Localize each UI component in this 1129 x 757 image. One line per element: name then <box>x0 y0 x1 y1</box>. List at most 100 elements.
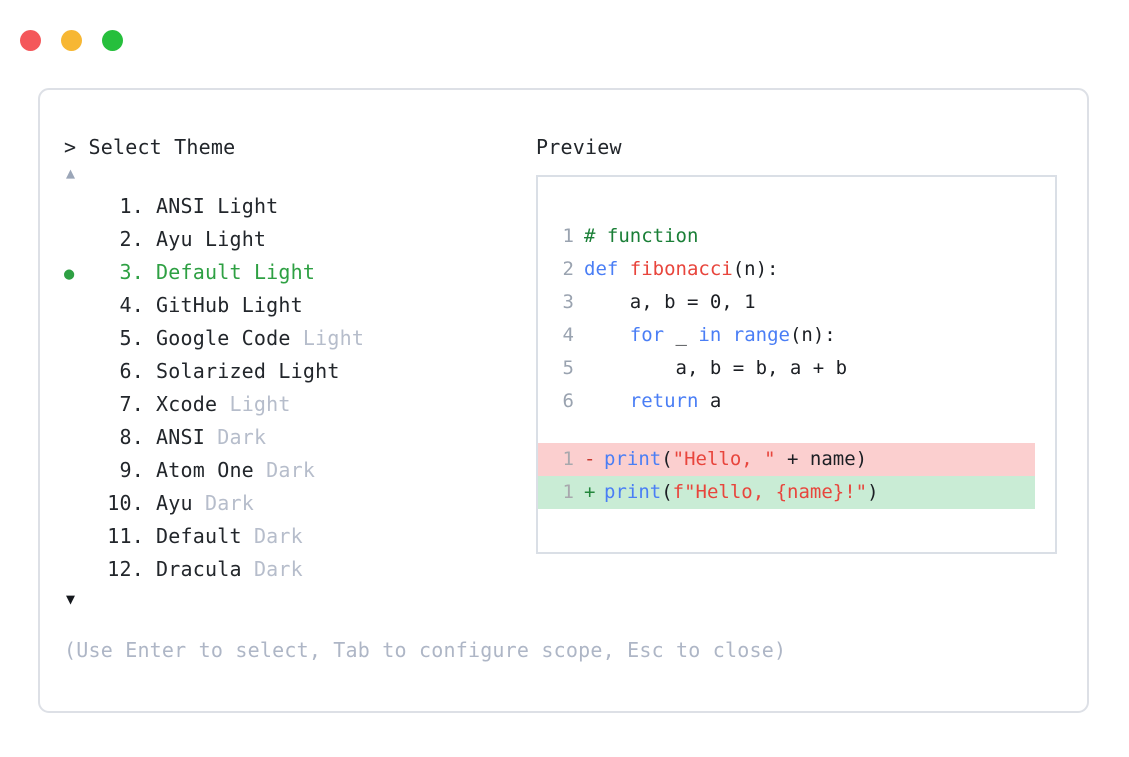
code-token: (n): <box>732 258 779 280</box>
theme-item-name: ANSI <box>156 425 218 449</box>
theme-item-name: Xcode <box>156 392 230 416</box>
theme-item-variant: Dark <box>253 524 303 548</box>
code-line: 3 a, b = 0, 1 <box>552 286 1055 319</box>
close-button[interactable] <box>20 30 41 51</box>
scroll-down-icon[interactable]: ▼ <box>66 590 76 608</box>
theme-list-item[interactable]: 12.Dracula Dark <box>64 553 534 586</box>
code-token: a, b = b, a + b <box>584 357 848 379</box>
code-line-text: def fibonacci(n): <box>584 253 778 286</box>
code-token: print <box>604 481 662 503</box>
code-line-text: return a <box>584 385 722 418</box>
code-token: range <box>732 324 790 346</box>
code-line: 5 a, b = b, a + b <box>552 352 1055 385</box>
theme-list-item[interactable]: 11.Default Dark <box>64 520 534 553</box>
theme-item-number: 8. <box>119 425 144 449</box>
code-token <box>584 324 630 346</box>
code-line-text: print("Hello, " + name) <box>604 443 867 476</box>
keyboard-hint: (Use Enter to select, Tab to configure s… <box>64 638 787 662</box>
theme-list-item[interactable]: 10.Ayu Dark <box>64 487 534 520</box>
theme-item-number: 4. <box>119 293 144 317</box>
line-number: 4 <box>562 324 574 346</box>
theme-item-name: Dracula <box>156 557 254 581</box>
theme-item-variant: Light <box>204 227 267 251</box>
line-number: 3 <box>562 291 574 313</box>
theme-item-number: 9. <box>119 458 144 482</box>
theme-item-name: Default <box>156 260 254 284</box>
code-line-text: a, b = b, a + b <box>584 352 848 385</box>
diff-marker: - <box>584 448 596 470</box>
theme-item-number: 2. <box>119 227 144 251</box>
theme-item-variant: Dark <box>217 425 267 449</box>
theme-item-number: 5. <box>119 326 144 350</box>
minimize-button[interactable] <box>61 30 82 51</box>
theme-item-label: Solarized Light <box>144 355 340 388</box>
theme-item-variant: Light <box>229 392 291 416</box>
code-line-text: a, b = 0, 1 <box>584 286 756 319</box>
theme-list-item[interactable]: 7.Xcode Light <box>64 388 534 421</box>
code-token: fibonacci <box>629 258 733 280</box>
diff-line-removed: 1-print("Hello, " + name) <box>538 443 1035 476</box>
theme-item-variant: Light <box>302 326 365 350</box>
panes-container: > Select Theme ▲ 1. ANSI Light 2. Ayu Light… <box>40 90 1087 711</box>
theme-item-variant: Light <box>217 194 279 218</box>
theme-item-variant: Light <box>241 293 303 317</box>
window-traffic-lights <box>20 30 123 51</box>
theme-item-name: ANSI <box>156 194 218 218</box>
theme-item-number: 6. <box>119 359 144 383</box>
diff-separator <box>552 418 1055 443</box>
theme-item-name: Google Code <box>156 326 303 350</box>
maximize-button[interactable] <box>102 30 123 51</box>
theme-item-variant: Light <box>278 359 340 383</box>
select-theme-prompt: > Select Theme <box>64 135 236 159</box>
code-line-text: for _ in range(n): <box>584 319 836 352</box>
theme-list-item[interactable]: 5. Google Code Light <box>64 322 534 355</box>
theme-list-item[interactable]: 2. Ayu Light <box>64 223 534 256</box>
theme-list-item[interactable]: 1. ANSI Light <box>64 190 534 223</box>
theme-list-item[interactable]: 4. GitHub Light <box>64 289 534 322</box>
code-line: 1 # function <box>552 220 1055 253</box>
theme-list-item[interactable]: 6.Solarized Light <box>64 355 534 388</box>
code-token: a, b = 0, 1 <box>584 291 756 313</box>
theme-item-number: 12. <box>107 557 144 581</box>
line-number: 1 <box>562 448 574 470</box>
selected-bullet-icon: ● <box>64 264 75 284</box>
code-token: ) <box>867 481 879 503</box>
theme-item-number: 1. <box>119 194 144 218</box>
code-token: (n): <box>789 324 836 346</box>
diff-line-added: 1+print(f"Hello, {name}!") <box>538 476 1035 509</box>
theme-item-variant: Dark <box>266 458 316 482</box>
theme-picker-card: > Select Theme ▲ 1. ANSI Light 2. Ayu Light… <box>38 88 1089 713</box>
code-token: return <box>629 390 699 412</box>
scroll-up-icon[interactable]: ▲ <box>66 164 76 182</box>
theme-item-label: Atom One Dark <box>144 454 315 487</box>
theme-list-item[interactable]: 8.ANSI Dark <box>64 421 534 454</box>
code-token: a <box>698 390 722 412</box>
line-number: 6 <box>562 390 574 412</box>
theme-item-name: Ayu <box>156 491 205 515</box>
code-token: f"Hello, {name}!" <box>672 481 868 503</box>
code-token: ( <box>661 481 673 503</box>
theme-item-label: Default Dark <box>144 520 303 553</box>
theme-item-variant: Dark <box>204 491 254 515</box>
code-token: _ <box>664 324 699 346</box>
theme-item-name: Ayu <box>156 227 205 251</box>
theme-item-number: 11. <box>107 524 144 548</box>
theme-item-name: GitHub <box>156 293 242 317</box>
code-token: in <box>698 324 722 346</box>
line-number: 5 <box>562 357 574 379</box>
theme-item-label: ANSI Dark <box>144 421 266 454</box>
code-token: ( <box>661 448 673 470</box>
code-line: 4 for _ in range(n): <box>552 319 1055 352</box>
code-line-text: print(f"Hello, {name}!") <box>604 476 879 509</box>
theme-item-variant: Light <box>253 260 316 284</box>
code-line-text: # function <box>584 220 698 253</box>
code-token: "Hello, " <box>672 448 776 470</box>
code-token <box>721 324 732 346</box>
diff-marker: + <box>584 481 596 503</box>
theme-list-item[interactable]: 9.Atom One Dark <box>64 454 534 487</box>
theme-list-pane: > Select Theme ▲ 1. ANSI Light 2. Ayu Light… <box>64 134 534 612</box>
theme-list-item[interactable]: ●3.Default Light <box>64 256 534 289</box>
line-number: 1 <box>562 225 574 247</box>
